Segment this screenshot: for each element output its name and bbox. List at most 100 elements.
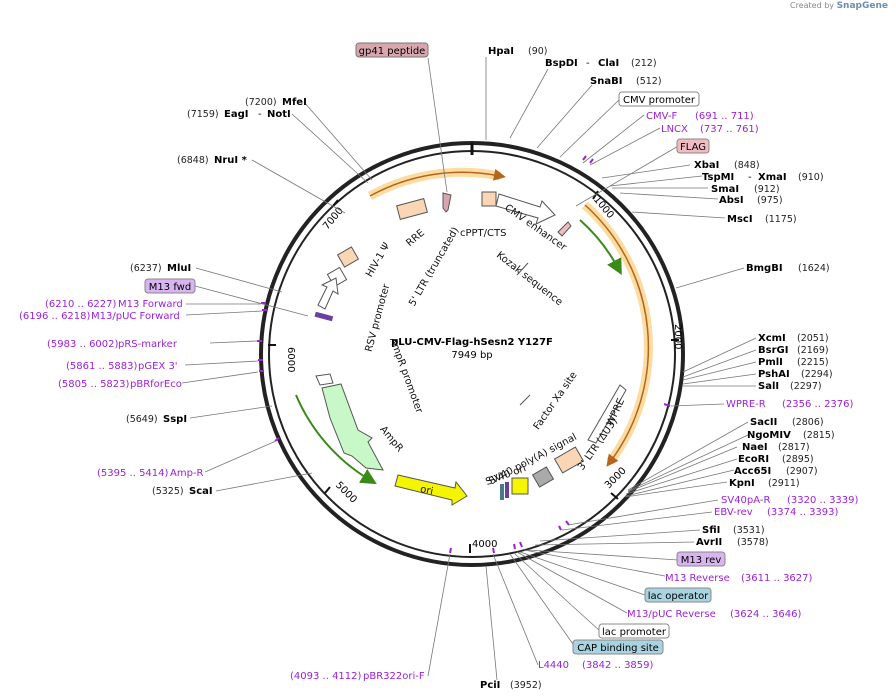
m13reverse-pos: (3611 .. 3627) (741, 573, 813, 584)
m13reverse-label: M13 Reverse (665, 573, 730, 584)
ampr-promoter-label: AmpR promoter (387, 336, 425, 415)
m13pucrev-label: M13/pUC Reverse (627, 609, 716, 620)
noti-label: NotI (267, 109, 291, 120)
lac-operator-text: lac operator (648, 591, 709, 602)
sfii-pos: (3531) (733, 525, 765, 536)
cap-site-text: CAP binding site (577, 643, 659, 654)
rre-box (396, 198, 428, 220)
hpai-label: HpaI (488, 46, 514, 57)
factor-xa-label: Factor Xa site (532, 370, 580, 432)
orf-arc-green-right (579, 219, 622, 276)
sv40par-label: SV40pA-R (721, 495, 770, 506)
pmli-pos: (2215) (797, 357, 829, 368)
kozak-leader (516, 262, 529, 276)
m13-rev-text: M13 rev (681, 555, 722, 566)
sali-label: SalI (758, 381, 779, 392)
plasmid-length: 7949 bp (451, 350, 492, 361)
naei-label: NaeI (742, 442, 768, 453)
bspdi-pos: (212) (631, 58, 657, 69)
ecori-pos: (2895) (782, 454, 814, 465)
acc65i-pos: (2907) (786, 466, 818, 477)
m13pucfwd-label: M13/pUC Forward (91, 311, 180, 322)
wprer-pos: (2356 .. 2376) (782, 399, 854, 410)
prsmarker-pos: (5983 .. 6002) (47, 339, 119, 350)
rre-label: RRE (404, 228, 427, 249)
xcmi-label: XcmI (758, 333, 786, 344)
tspmi-pos: (910) (798, 172, 824, 183)
gp41-badge-text: gp41 peptide (359, 46, 426, 57)
pgex3-pos: (5861 .. 5883) (66, 361, 138, 372)
hpai-pos: (90) (528, 46, 548, 57)
lncx-label: LNCX (661, 124, 688, 135)
lac-promoter-badge (598, 623, 670, 639)
svg-text:-: - (258, 109, 262, 120)
orf-arc-right (584, 204, 650, 467)
mlui-label: MluI (167, 263, 191, 274)
kpni-label: KpnI (729, 478, 755, 489)
m13forward-label: M13 Forward (118, 299, 183, 310)
sv40-polya-box (511, 477, 529, 495)
eagi-pos: (7159) (187, 109, 219, 120)
sali-pos: (2297) (790, 381, 822, 392)
sacii-label: SacII (750, 417, 777, 428)
plasmid-name: pLU-CMV-Flag-hSesn2 Y127F (391, 337, 553, 348)
gp41-marker (442, 192, 452, 213)
acc65i-label: Acc65I (734, 466, 771, 477)
primer-marks (257, 155, 671, 554)
wprer-label: WPRE-R (726, 399, 766, 410)
ori-label: ori (419, 484, 434, 497)
xbai-pos: (848) (734, 160, 760, 171)
bmgbi-pos: (1624) (798, 263, 830, 274)
msci-label: MscI (727, 214, 753, 225)
rsv-promoter-arrow (317, 277, 339, 310)
sspi-label: SspI (163, 414, 187, 425)
hiv-psi-label: HIV-1 Ψ (364, 241, 392, 279)
ampr-primer-pos: (5395 .. 5414) (97, 468, 169, 479)
leader-lines (181, 57, 757, 681)
scai-label: ScaI (189, 486, 213, 497)
m13-fwd-marker (314, 311, 334, 322)
factorxa-leader (519, 394, 531, 406)
nrui-pos: (6848) (177, 155, 209, 166)
lncx-pos: (737 .. 761) (700, 124, 759, 135)
brand-prefix: Created by (790, 1, 835, 10)
pmli-label: PmlI (758, 357, 783, 368)
eagi-label: EagI (224, 109, 248, 120)
cppt-label: cPPT/CTS (460, 228, 506, 239)
l4440-pos: (3842 .. 3859) (582, 660, 654, 671)
sspi-pos: (5649) (126, 414, 158, 425)
tick-4000: 4000 (472, 539, 497, 550)
xbai-label: XbaI (694, 160, 719, 171)
tick-5000: 5000 (333, 480, 359, 506)
msci-pos: (1175) (765, 214, 797, 225)
m13-fwd-badge (144, 278, 196, 294)
pbr322ori-pos: (4093 .. 4112) (290, 671, 362, 682)
pshai-pos: (2294) (801, 369, 833, 380)
wpre-box (587, 384, 627, 444)
l4440-label: L4440 (538, 660, 569, 671)
bsrgi-label: BsrGI (758, 345, 788, 356)
flag-marker (557, 221, 572, 237)
m13pucfwd-pos: (6196 .. 6218) (19, 311, 91, 322)
m13-fwd-text: M13 fwd (149, 282, 191, 293)
sacii-pos: (2806) (792, 417, 824, 428)
flag-text: FLAG (680, 142, 706, 153)
bmgbi-label: BmgBI (746, 263, 783, 274)
pbrforeco-label: pBRforEco (130, 379, 182, 390)
cmvf-label: CMV-F (646, 111, 677, 122)
gp41-badge (355, 42, 429, 58)
snabi-pos: (512) (636, 76, 662, 87)
absi-label: AbsI (719, 195, 744, 206)
orf-arc-top-band (367, 167, 501, 200)
absi-pos: (975) (757, 195, 783, 206)
sfii-label: SfiI (702, 525, 720, 536)
svg-text:-: - (586, 58, 590, 69)
xmai-label: XmaI (758, 172, 787, 183)
cmv-promoter-badge (618, 91, 700, 107)
mfei-pos: (7200) (245, 97, 277, 108)
ampr-label: AmpR (377, 424, 405, 454)
pbrforeco-pos: (5805 .. 5823) (58, 379, 130, 390)
svg-text:-: - (748, 172, 752, 183)
xcmi-pos: (2051) (797, 333, 829, 344)
